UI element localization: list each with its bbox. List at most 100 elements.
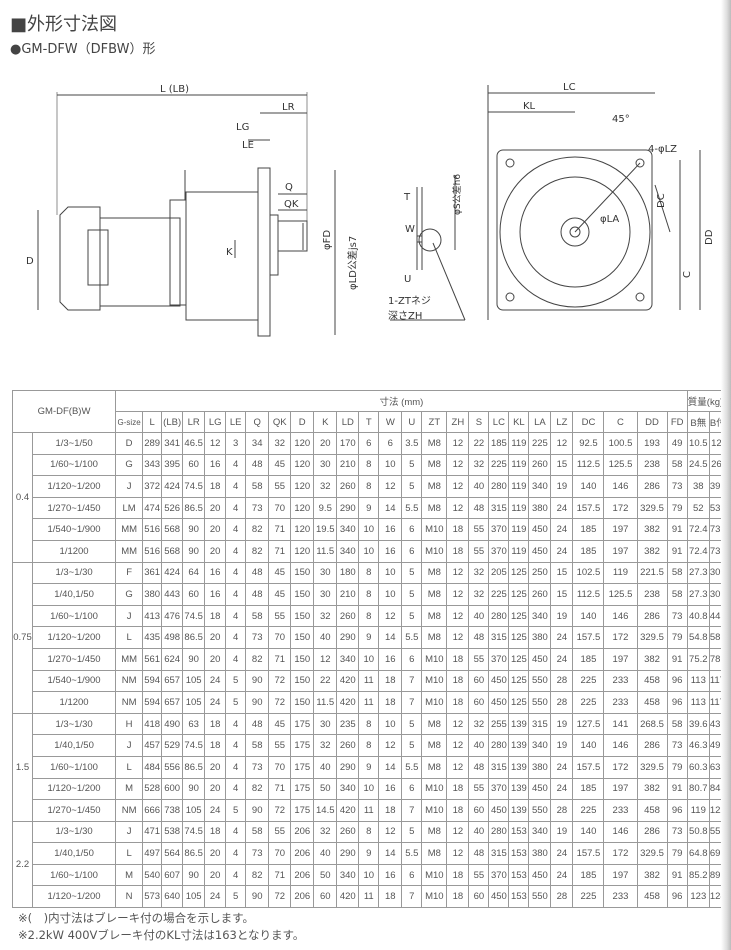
value-cell: 238 [636, 453, 668, 477]
value-cell: H [115, 712, 144, 736]
value-cell: 60.3 [686, 755, 710, 779]
value-cell: 32 [268, 432, 292, 455]
value-cell: 458 [636, 885, 668, 909]
value-cell: 70 [268, 496, 292, 520]
value-cell: 90 [182, 539, 206, 563]
value-cell: 19 [550, 712, 574, 736]
value-cell: 290 [336, 842, 360, 865]
value-cell: 73 [245, 755, 270, 779]
value-cell: 4 [225, 777, 247, 801]
value-cell: 5 [401, 734, 423, 757]
value-cell: 550 [528, 669, 552, 693]
value-cell: 238 [636, 583, 668, 606]
value-cell: 91 [666, 863, 688, 887]
ratio-cell: 1/1200 [32, 539, 117, 563]
value-cell: 40 [313, 755, 338, 779]
value-cell: 550 [528, 691, 552, 714]
value-cell: 280 [488, 475, 510, 498]
value-cell: 16 [204, 453, 227, 477]
value-cell: 45 [268, 712, 292, 736]
value-cell: 3.5 [401, 432, 423, 455]
value-cell: 471 [142, 820, 163, 844]
value-cell: 30 [313, 583, 338, 606]
value-cell: 4 [225, 561, 247, 585]
value-cell: 197 [603, 647, 638, 671]
value-cell: 315 [488, 842, 510, 865]
value-cell: 341 [161, 432, 184, 455]
value-cell: 550 [528, 799, 552, 822]
value-cell: 49 [666, 432, 688, 455]
value-cell: 340 [336, 863, 360, 887]
value-cell: 72 [268, 691, 292, 714]
value-cell: 6 [401, 863, 423, 887]
ratio-cell: 1/60~1/100 [32, 604, 117, 628]
value-cell: 82 [245, 863, 270, 887]
value-cell: 382 [636, 863, 668, 887]
value-cell: 127.5 [572, 712, 605, 736]
value-cell: 70 [268, 842, 292, 865]
value-cell: 476 [161, 604, 184, 628]
footnotes: ※( )内寸法はブレーキ付の場合を示します。 ※2.2kW 400Vブレーキ付の… [18, 910, 304, 944]
value-cell: 12 [446, 820, 470, 844]
value-cell: 24 [550, 863, 574, 887]
value-cell: 420 [336, 669, 360, 693]
value-cell: 146 [603, 604, 638, 628]
label-ld: φLD公差js7 [346, 236, 359, 290]
value-cell: 450 [528, 539, 552, 563]
value-cell: 5 [401, 820, 423, 844]
value-cell: 340 [336, 539, 360, 563]
value-cell: J [115, 734, 144, 757]
ratio-cell: 1/540~1/900 [32, 518, 117, 541]
value-cell: M8 [421, 626, 448, 649]
label-l-lb: L (LB) [160, 84, 189, 95]
value-cell: 139 [508, 799, 530, 822]
value-cell: 80.7 [686, 777, 710, 801]
value-cell: 8 [358, 453, 380, 477]
value-cell: 10 [358, 777, 380, 801]
column-header: T [358, 411, 380, 433]
value-cell: 22 [468, 432, 490, 455]
value-cell: 16 [378, 863, 403, 887]
value-cell: 18 [446, 518, 470, 541]
value-cell: 90 [245, 885, 270, 909]
label-lr: LR [282, 102, 295, 113]
value-cell: 19 [550, 604, 574, 628]
value-cell: 112.5 [572, 583, 605, 606]
value-cell: 27.3 [686, 583, 710, 606]
value-cell: 82 [245, 518, 270, 541]
value-cell: M10 [421, 518, 448, 541]
value-cell: 11 [358, 691, 380, 714]
footnote-brake: ※( )内寸法はブレーキ付の場合を示します。 [18, 911, 254, 925]
value-cell: 12 [446, 475, 470, 498]
value-cell: 18 [204, 475, 227, 498]
value-cell: NM [115, 691, 144, 714]
value-cell: 24 [550, 539, 574, 563]
value-cell: 340 [336, 518, 360, 541]
value-cell: 70 [268, 755, 292, 779]
value-cell: 9 [358, 496, 380, 520]
value-cell: 640 [161, 885, 184, 909]
value-cell: 100.5 [603, 432, 638, 455]
value-cell: 82 [245, 647, 270, 671]
value-cell: 5 [401, 583, 423, 606]
ratio-cell: 1/3~1/50 [32, 432, 117, 455]
value-cell: 12 [446, 604, 470, 628]
value-cell: 4 [225, 496, 247, 520]
value-cell: 10 [358, 647, 380, 671]
column-header: QK [268, 411, 292, 433]
value-cell: 55 [468, 777, 490, 801]
value-cell: 139 [508, 777, 530, 801]
value-cell: 157.5 [572, 496, 605, 520]
value-cell: 5 [225, 885, 247, 909]
value-cell: D [115, 432, 144, 455]
value-cell: 105 [182, 691, 206, 714]
value-cell: 24 [204, 691, 227, 714]
label-u: U [404, 274, 411, 285]
value-cell: 10 [378, 453, 403, 477]
value-cell: 12 [446, 453, 470, 477]
value-cell: 6 [401, 518, 423, 541]
value-cell: 55 [268, 604, 292, 628]
